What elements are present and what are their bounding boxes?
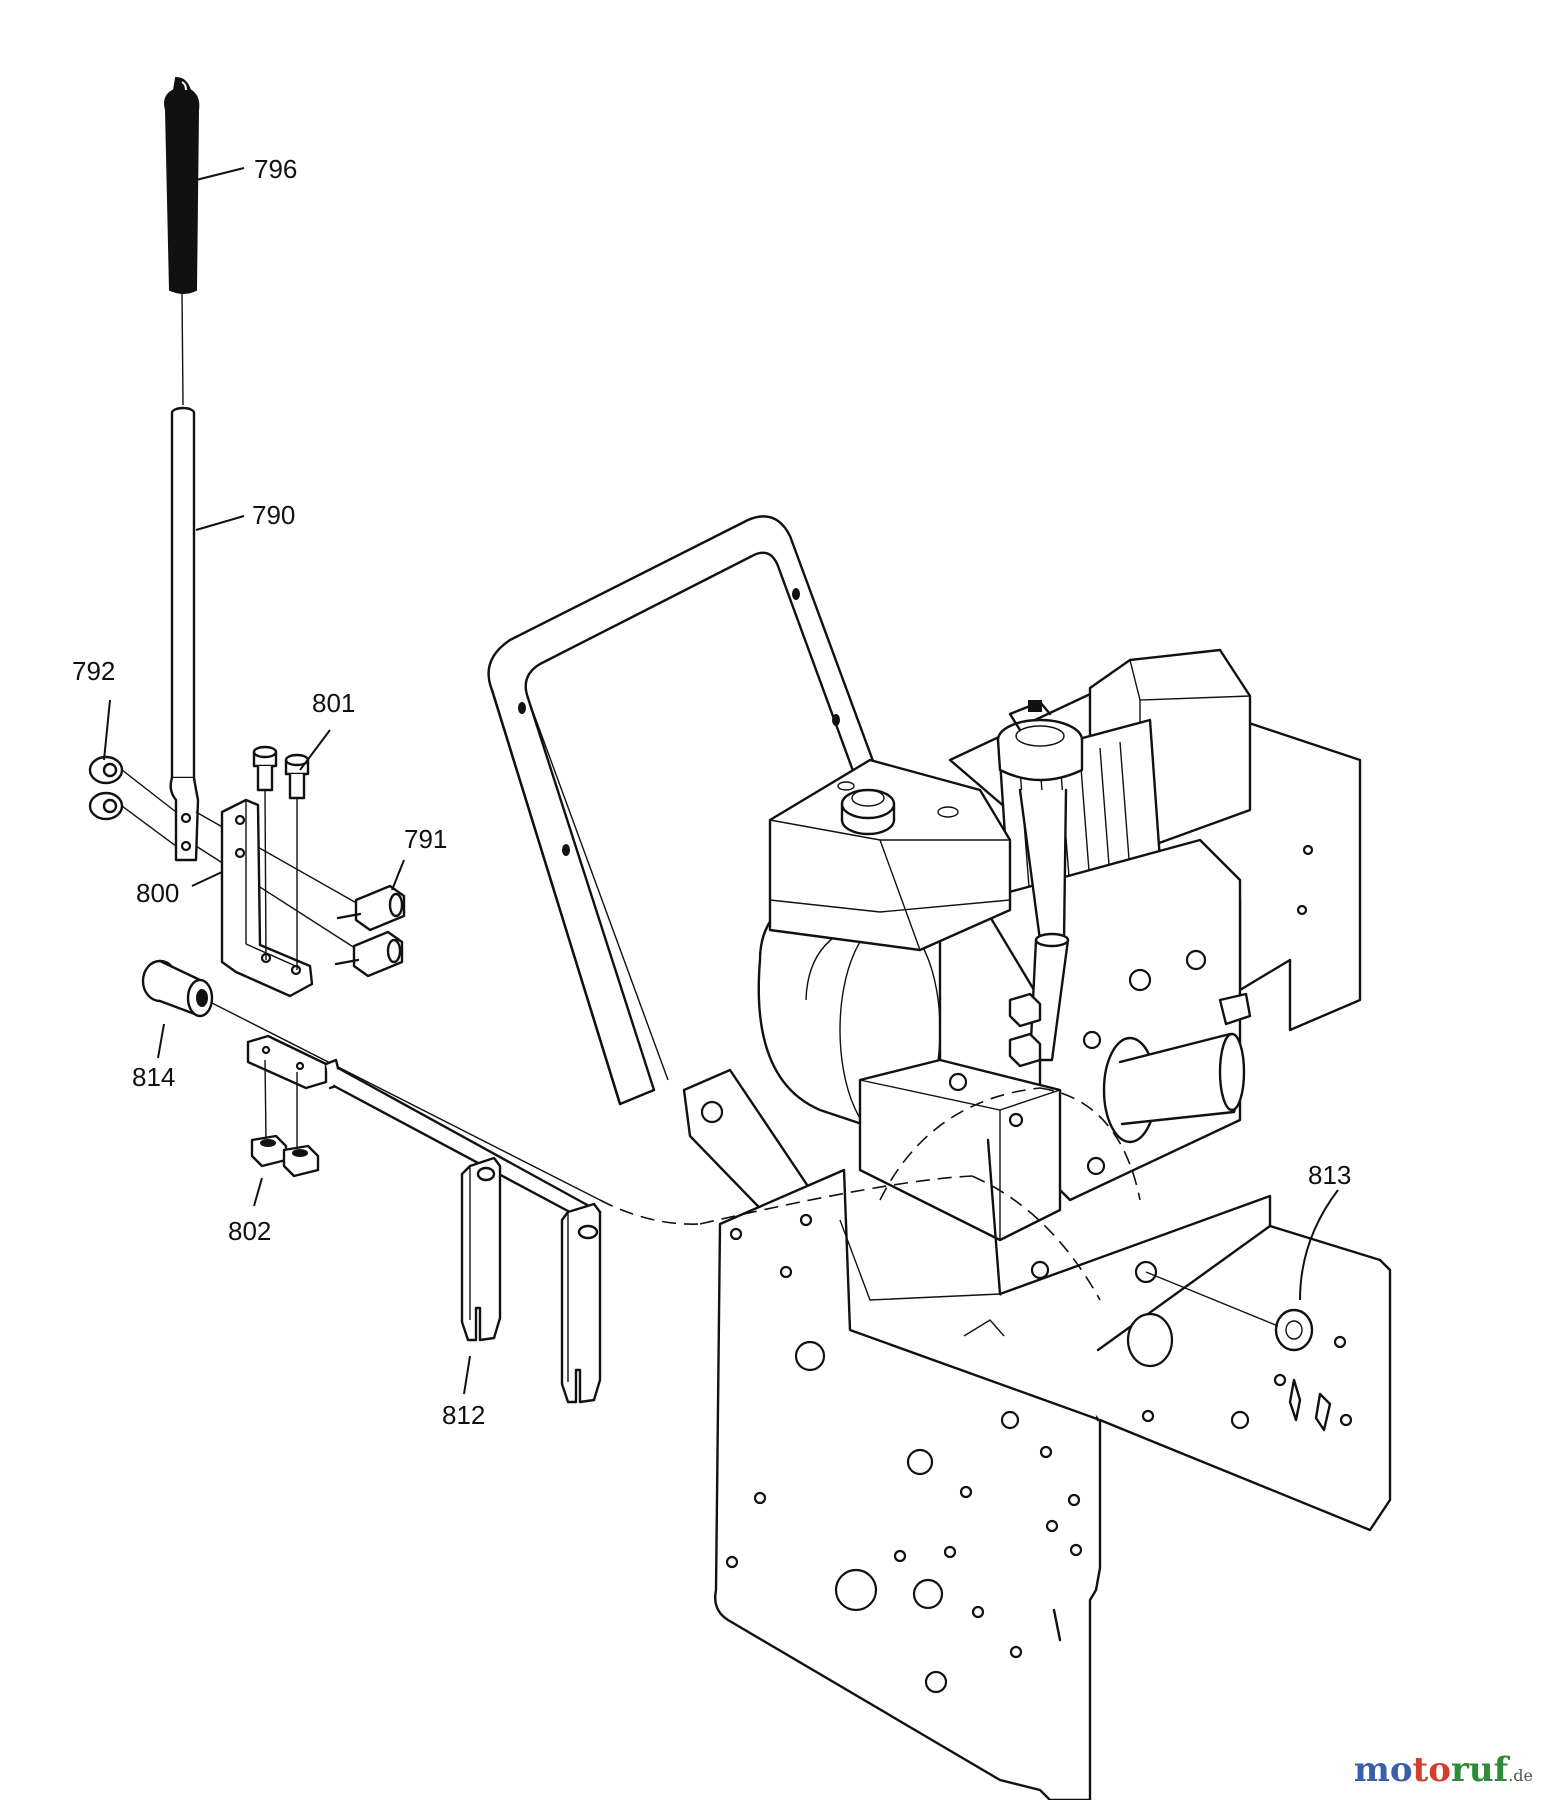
label-814: 814 [132,1062,175,1092]
frame-plate-right [839,1194,1392,1532]
label-813: 813 [1308,1160,1351,1190]
fuel-tank [768,758,1012,952]
label-792: 792 [72,656,115,686]
leader-lines [103,167,1339,1395]
label-801: 801 [312,688,355,718]
engine-output-shaft [1102,1032,1246,1144]
label-800: 800 [136,878,179,908]
part-labels: 796 790 792 801 791 800 814 802 812 813 [72,154,1351,1430]
nut-802 [250,1134,320,1178]
shift-linkage [246,1034,602,1228]
shift-rod-790 [169,406,200,862]
watermark-part-3: ruf [1450,1750,1509,1790]
shift-knob-796 [164,76,200,406]
watermark-part-2: to [1412,1750,1451,1790]
engine [757,648,1362,1280]
shift-fork-812 [460,1156,602,1404]
bushing-814 [141,959,601,1201]
label-802: 802 [228,1216,271,1246]
clip-813 [1145,1271,1314,1352]
label-796: 796 [254,154,297,184]
frame-plate-left [714,1138,1102,1800]
motoruf-watermark: motoruf.de [1354,1750,1533,1790]
label-790: 790 [252,500,295,530]
label-791: 791 [404,824,447,854]
watermark-part-1: mo [1353,1750,1413,1790]
bolt-791 [334,884,406,978]
bolt-801 [252,745,310,970]
bracket-800 [220,798,314,998]
watermark-suffix: .de [1508,1766,1533,1785]
oil-filler-tube [996,718,1084,1062]
label-812: 812 [442,1400,485,1430]
